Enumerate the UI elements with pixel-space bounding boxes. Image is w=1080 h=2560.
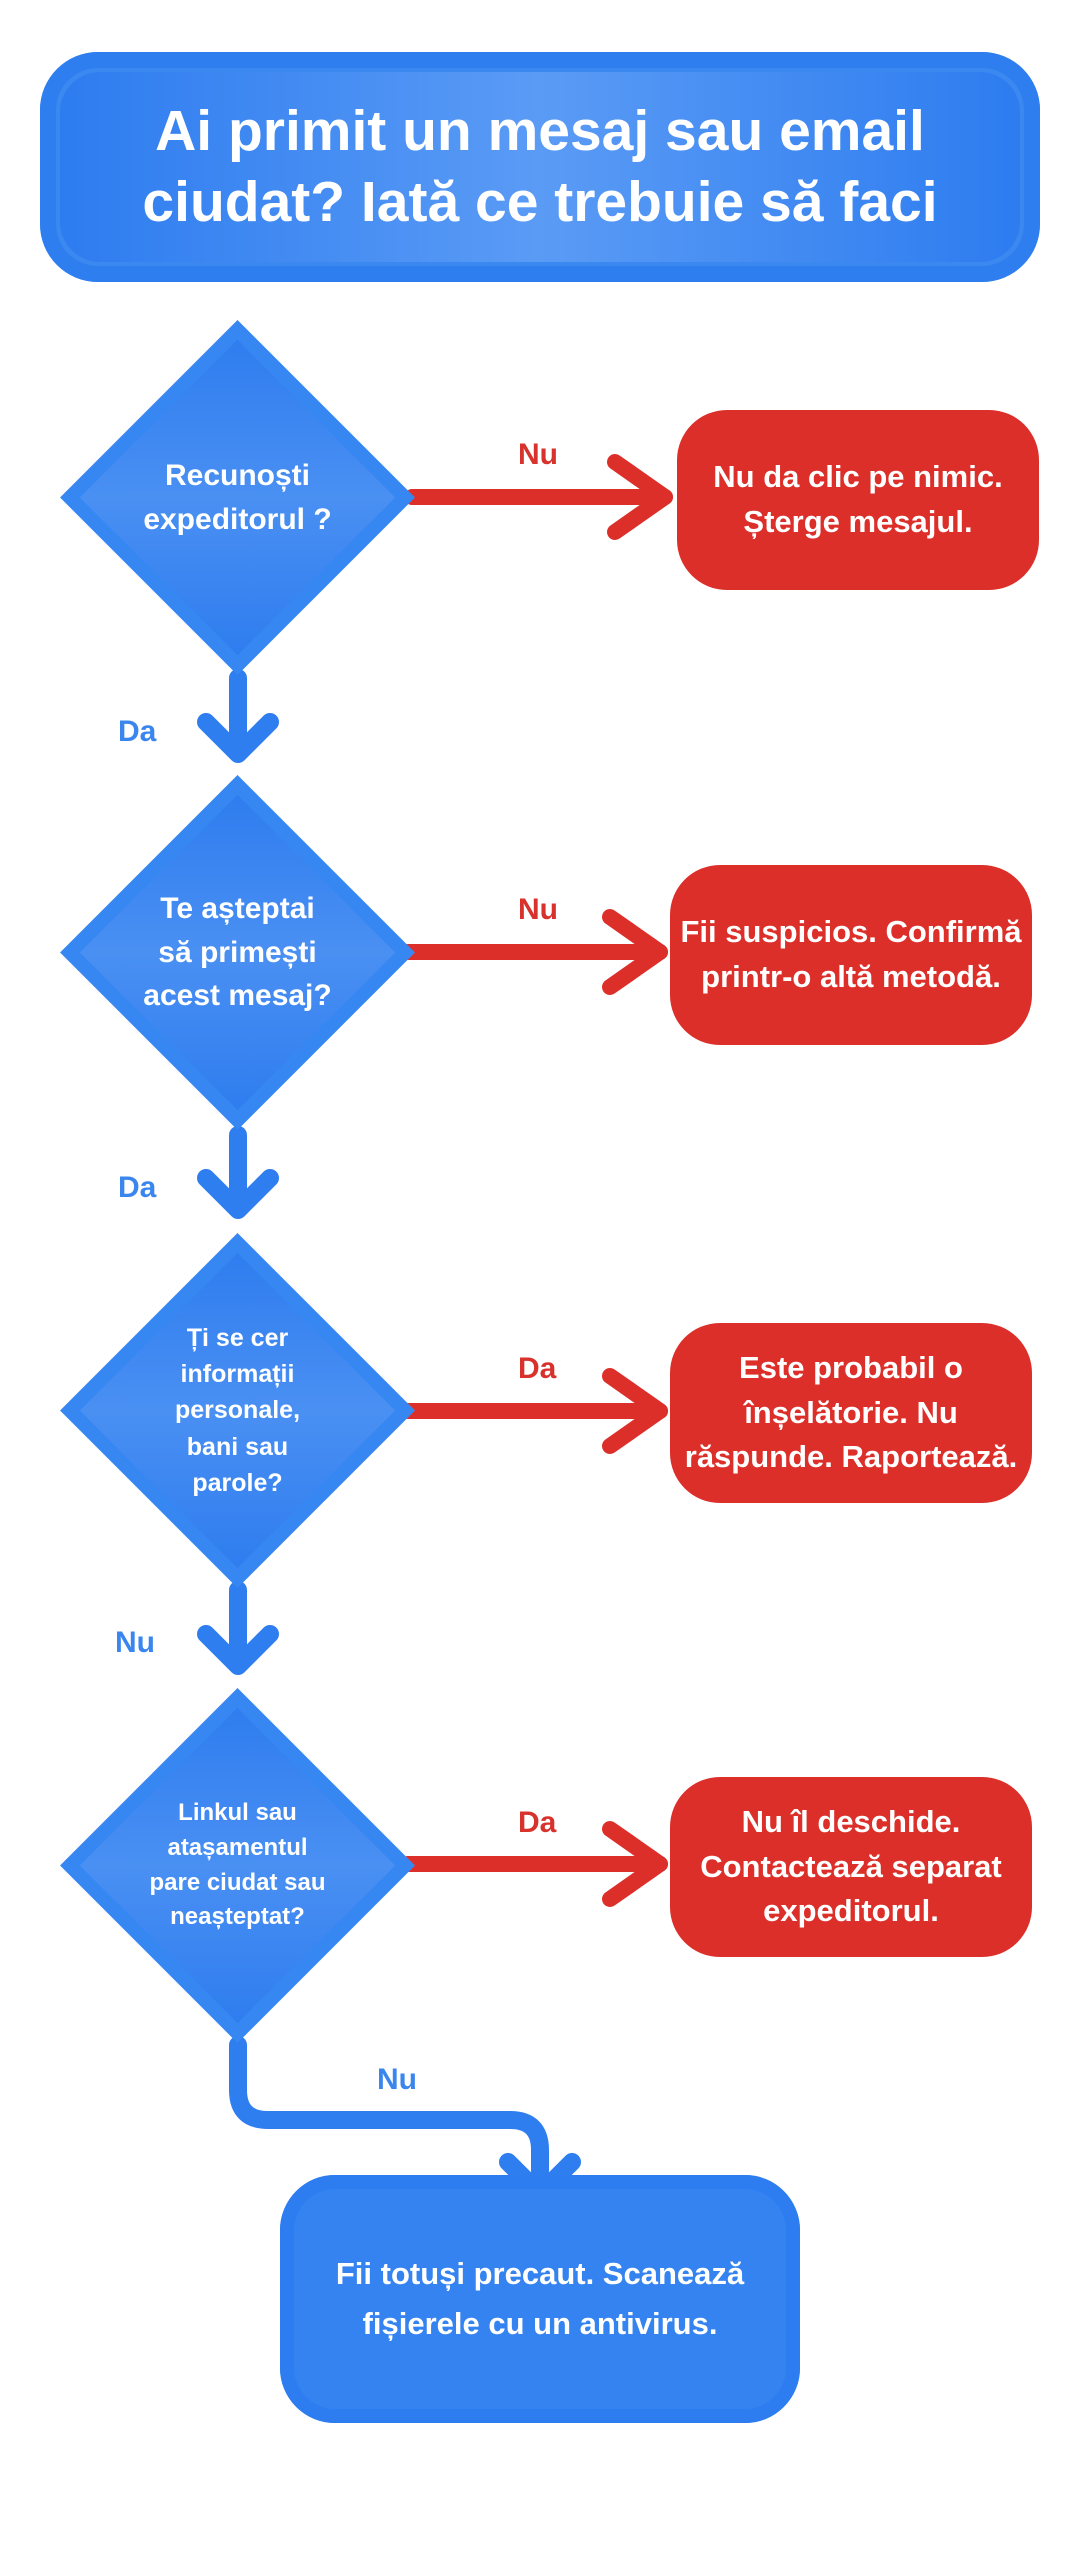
decision-diamond-4: Linkul sau atașamentul pare ciudat sau n… [60, 1688, 415, 2043]
arrow-head-right-2 [602, 909, 668, 995]
branch-label-down-1: Da [118, 715, 157, 748]
decision-diamond-3: Ți se cer informații personale, bani sau… [60, 1233, 415, 1588]
branch-label-side-1: Nu [518, 438, 558, 471]
decision-diamond-1: Recunoști expeditorul ? [60, 320, 415, 675]
decision-question-4: Linkul sau atașamentul pare ciudat sau n… [149, 1798, 326, 1931]
arrow-head-right-4 [602, 1821, 668, 1907]
decision-diamond-2: Te așteptai să primești acest mesaj? [60, 775, 415, 1130]
decision-question-1: Recunoști expeditorul ? [143, 459, 332, 536]
title-banner: Ai primit un mesaj sau email ciudat? Iat… [40, 52, 1040, 282]
title-banner-inner: Ai primit un mesaj sau email ciudat? Iat… [60, 72, 1020, 262]
red-arrows [400, 454, 673, 1907]
branch-label-down-2: Da [118, 1171, 157, 1204]
arrow-head-right-1 [607, 454, 673, 540]
final-action-box: Fii totuși precaut. Scanează fișierele c… [280, 2175, 800, 2423]
branch-label-down-4: Nu [377, 2063, 417, 2096]
arrow-head-down-2 [197, 1169, 279, 1219]
action-box-4: Nu îl deschide. Contactează separat expe… [670, 1777, 1032, 1957]
action-box-2: Fii suspicios. Confirmă printr-o altă me… [670, 865, 1032, 1045]
arrow-head-down-1 [197, 713, 279, 763]
decision-question-2: Te așteptai să primești acest mesaj? [143, 892, 332, 1013]
arrow-head-down-3 [197, 1625, 279, 1675]
page-title: Ai primit un mesaj sau email ciudat? Iat… [142, 98, 938, 234]
action-box-1: Nu da clic pe nimic. Șterge mesajul. [677, 410, 1039, 590]
final-action-text: Fii totuși precaut. Scanează fișierele c… [335, 2256, 745, 2341]
decision-question-3: Ți se cer informații personale, bani sau… [174, 1323, 301, 1497]
branch-label-side-2: Nu [518, 893, 558, 926]
action-box-3: Este probabil o înșelătorie. Nu răspunde… [670, 1323, 1032, 1503]
branch-label-side-3: Da [518, 1352, 557, 1385]
blue-arrows [197, 669, 581, 2203]
arrow-to-final [229, 2036, 549, 2199]
branch-label-side-4: Da [518, 1806, 557, 1839]
arrow-head-right-3 [602, 1368, 668, 1454]
branch-label-down-3: Nu [115, 1626, 155, 1659]
